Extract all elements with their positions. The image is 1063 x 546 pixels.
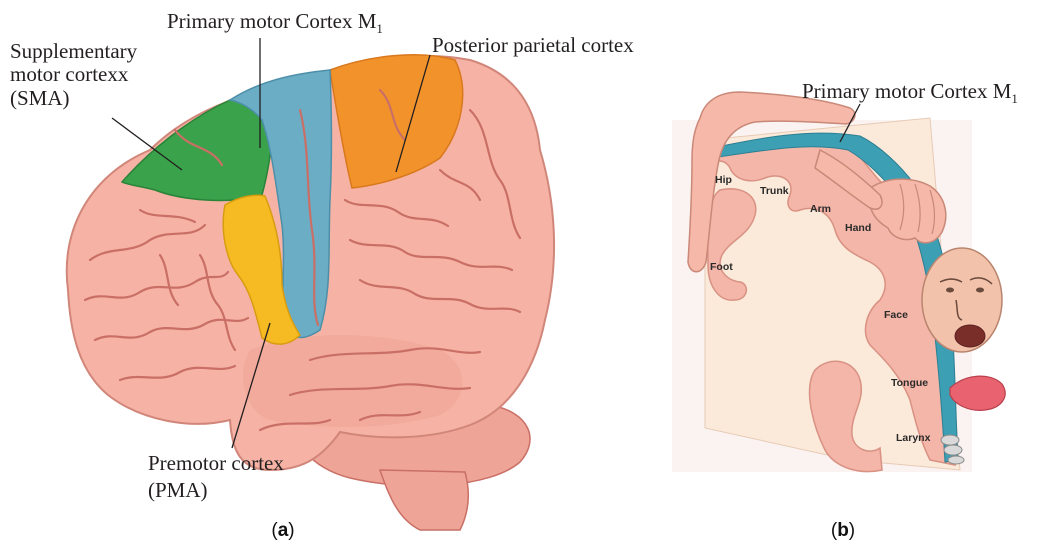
label-foot: Foot [710,261,733,273]
label-hip: Hip [715,174,732,186]
m1-label-subscript: 1 [376,21,383,36]
label-tongue: Tongue [891,377,928,389]
caption-a-close: ) [288,520,294,541]
panel-b-homunculus-illustration [672,92,1005,472]
sma-label-line2: motor cortexx [10,62,129,86]
caption-b: (b) [831,520,855,541]
label-face: Face [884,309,908,321]
panel-a-brain-illustration [67,55,554,530]
label-trunk: Trunk [760,185,789,197]
face-mouth [955,325,985,347]
label-hand: Hand [845,222,871,234]
brainstem [380,470,468,530]
m1-label: Primary motor Cortex M1 [167,9,383,36]
pma-label-line1: Premotor cortex [148,451,284,475]
caption-a-letter: a [278,520,289,541]
label-arm: Arm [810,203,831,215]
face-eye-left [946,288,954,293]
caption-a: (a) [271,520,294,541]
panel-b-title-subscript: 1 [1011,91,1018,106]
caption-b-letter: b [837,520,849,541]
panel-b-title-text: Primary motor Cortex M [802,79,1012,103]
sma-label-line3: (SMA) [10,86,70,110]
ppc-label: Posterior parietal cortex [432,33,634,57]
sma-label-line1: Supplementary [10,39,138,63]
label-larynx: Larynx [896,432,931,444]
m1-label-text: Primary motor Cortex M [167,9,377,33]
face-eye-right [976,288,984,293]
panel-b-title: Primary motor Cortex M1 [802,79,1018,106]
pma-label-line2: (PMA) [148,478,208,502]
caption-b-close: ) [849,520,855,541]
